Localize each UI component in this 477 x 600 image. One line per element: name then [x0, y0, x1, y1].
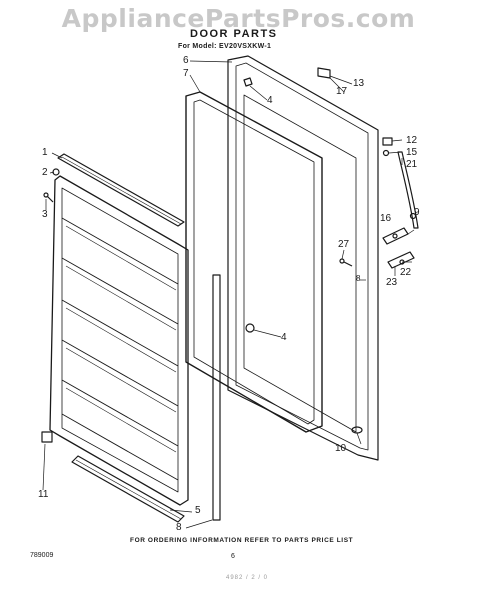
callout-21: 21 [406, 159, 418, 170]
callout-1: 1 [42, 147, 48, 158]
publication-number: 789009 [30, 552, 54, 559]
handle-21 [397, 151, 419, 229]
page-number: 6 [231, 553, 235, 560]
lock-assembly-16 [382, 227, 409, 245]
bracket-13 [317, 67, 331, 79]
callout-8-bottom: 8 [176, 522, 182, 533]
breaker-strip [212, 274, 221, 521]
callout-11: 11 [38, 489, 49, 500]
footer-code: 4982 / 2 / 0 [226, 575, 269, 581]
hinge-pin-11 [41, 431, 53, 443]
callout-22: 22 [400, 267, 412, 278]
callout-6: 6 [183, 55, 189, 66]
door-gasket [185, 91, 323, 433]
callout-7: 7 [183, 68, 189, 79]
callout-23: 23 [386, 277, 398, 288]
outer-door-panel [227, 55, 379, 461]
callout-16: 16 [380, 213, 392, 224]
bottom-trim [71, 455, 185, 523]
callout-17: 17 [336, 86, 348, 97]
callout-5: 5 [195, 505, 201, 516]
door-liner [49, 175, 189, 506]
spacer-10 [351, 426, 363, 434]
watermark: AppliancePartsPros.com [61, 4, 416, 33]
callout-15: 15 [406, 147, 418, 158]
ordering-note: FOR ORDERING INFORMATION REFER TO PARTS … [130, 537, 354, 544]
plug-4-bottom [245, 323, 255, 333]
top-trim-strip [57, 153, 185, 227]
callout-4-top: 4 [267, 95, 273, 106]
callout-8-side: 8 [356, 274, 361, 283]
screw-15 [382, 149, 390, 157]
callout-3: 3 [42, 209, 48, 220]
lock-parts-22-23 [387, 251, 415, 269]
callout-27: 27 [338, 239, 350, 250]
callout-13: 13 [353, 78, 365, 89]
key-9 [409, 212, 417, 220]
callout-4-bottom: 4 [281, 332, 287, 343]
diagram-title: DOOR PARTS [190, 28, 278, 40]
model-line: For Model: EV20VSXKW-1 [178, 43, 272, 50]
screw-3 [43, 192, 54, 203]
callout-9: 9 [414, 207, 420, 218]
plug-4-top [243, 77, 253, 87]
callout-2: 2 [42, 167, 48, 178]
leader-lines [42, 60, 415, 529]
bracket-12 [382, 137, 393, 146]
callout-12: 12 [406, 135, 418, 146]
screw-27 [339, 258, 353, 267]
callout-10: 10 [335, 443, 347, 454]
